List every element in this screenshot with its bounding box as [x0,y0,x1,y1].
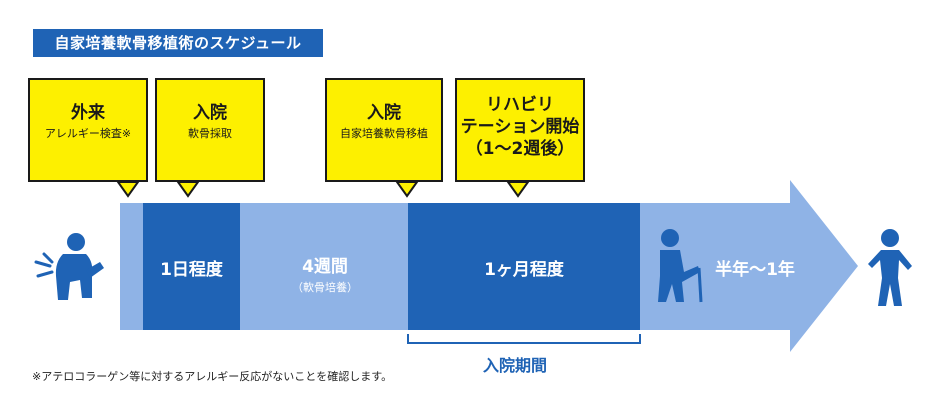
callout-rehabilitation-heading-1: リハビリ [486,95,554,115]
segment-4-weeks-label: 4週間 （軟骨培養） [250,252,400,295]
callout-admission-harvest: 入院 軟骨採取 [155,78,265,182]
callout-admission-transplant-sub: 自家培養軟骨移植 [340,127,428,140]
injured-person-icon [55,233,104,300]
callout-pointer-2 [176,181,200,198]
callout-outpatient-heading: 外来 [71,103,105,123]
page-title: 自家培養軟骨移植術のスケジュール [33,29,323,57]
callout-admission-harvest-heading: 入院 [193,103,227,123]
segment-half-year-label: 半年〜1年 [715,260,795,280]
callout-admission-transplant-heading: 入院 [367,103,401,123]
callout-rehabilitation-heading-2: テーション開始 [460,117,580,137]
segment-4-weeks-sub: （軟骨培養） [292,281,358,294]
walking-person-icon [658,229,703,303]
segment-1-day [143,203,240,330]
callout-pointer-4 [506,181,530,198]
callout-pointer-3 [395,181,419,198]
callout-outpatient: 外来 アレルギー検査※ [28,78,148,182]
hospital-stay-label: 入院期間 [482,356,547,375]
callout-rehabilitation: リハビリ テーション開始 （1〜2週後） [455,78,585,182]
segment-1-day-label: 1日程度 [160,260,223,280]
hospital-stay-bracket [407,334,641,344]
segment-4-weeks-text: 4週間 [302,257,348,277]
callout-pointer-1 [116,181,140,198]
footnote: ※アテロコラーゲン等に対するアレルギー反応がないことを確認します。 [32,370,393,383]
segment-1-month-label: 1ヶ月程度 [484,260,564,280]
segment-1-month [408,203,640,330]
standing-person-icon [868,229,912,306]
callout-admission-harvest-sub: 軟骨採取 [188,127,232,140]
callout-rehabilitation-heading-3: （1〜2週後） [465,139,575,159]
callout-outpatient-sub: アレルギー検査※ [44,127,132,140]
pain-mark-icon [34,252,54,278]
callout-admission-transplant: 入院 自家培養軟骨移植 [325,78,443,182]
